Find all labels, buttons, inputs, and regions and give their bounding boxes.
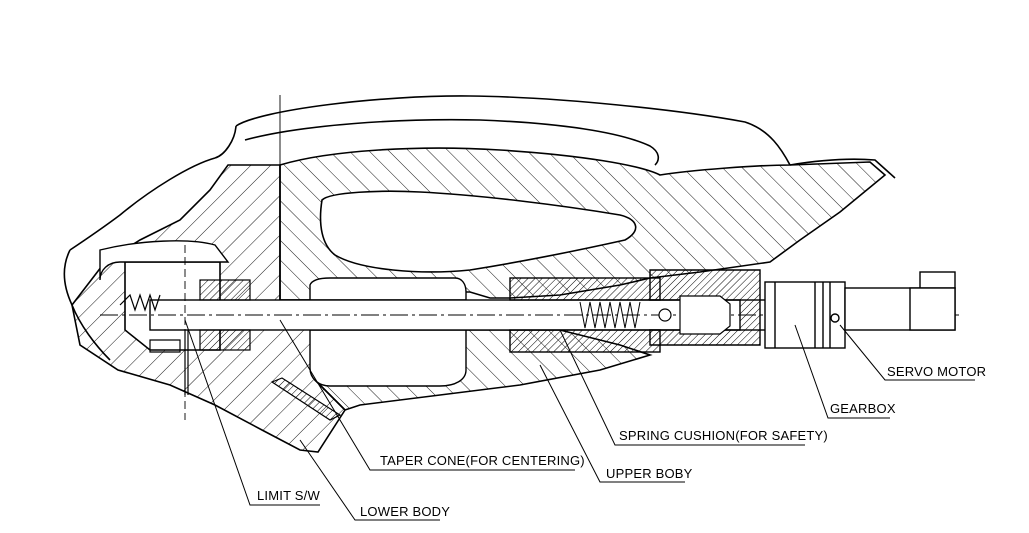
leader-lines bbox=[184, 319, 975, 521]
taper-ramp bbox=[270, 377, 342, 421]
limit-switch-label: LIMIT S/W bbox=[257, 488, 320, 503]
taper-cone-label: TAPER CONE(FOR CENTERING) bbox=[380, 453, 585, 468]
gearbox-label: GEARBOX bbox=[830, 401, 896, 416]
servo-motor-label: SERVO MOTOR bbox=[887, 364, 986, 379]
servo-motor-body bbox=[844, 271, 956, 331]
lower-body-label: LOWER BODY bbox=[360, 504, 450, 519]
limit-switch-assembly bbox=[119, 279, 251, 395]
left-pocket bbox=[99, 240, 230, 281]
spring-cushion-housing bbox=[509, 277, 672, 353]
gearbox-body bbox=[764, 281, 846, 349]
construction-lines bbox=[184, 95, 281, 420]
spring-cushion-label: SPRING CUSHION(FOR SAFETY) bbox=[619, 428, 828, 443]
spring-coil bbox=[579, 301, 641, 329]
taper-cone-lower bbox=[309, 329, 467, 387]
taper-cone-block bbox=[309, 277, 467, 301]
upper-body-label: UPPER BOBY bbox=[606, 466, 693, 481]
coupling-housing bbox=[649, 269, 761, 346]
upper-cavity bbox=[319, 190, 637, 273]
